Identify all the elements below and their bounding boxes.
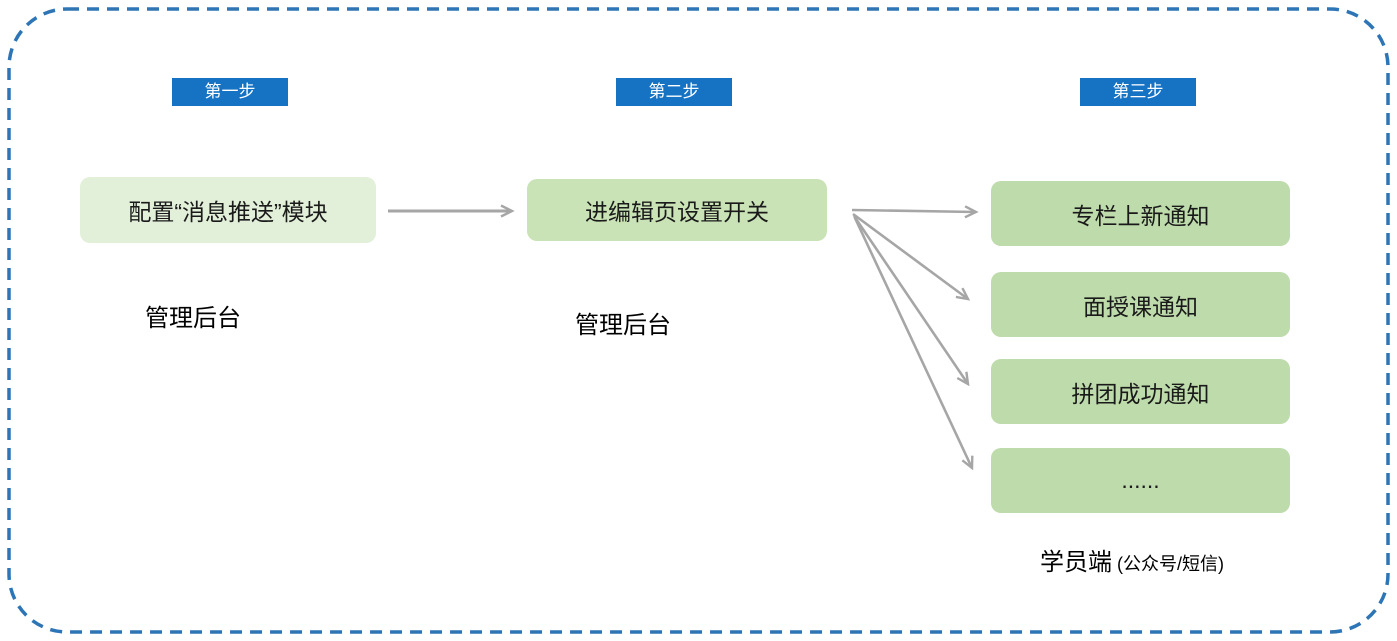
caption-student-sub: (公众号/短信)	[1112, 554, 1224, 574]
node-offline-class-notice: 面授课通知	[991, 272, 1290, 337]
node-label: 拼团成功通知	[1071, 380, 1210, 407]
node-label: ......	[1121, 467, 1160, 493]
caption-admin-backend-2: 管理后台	[575, 312, 671, 339]
node-label: 专栏上新通知	[1071, 202, 1210, 229]
step-badge-2: 第二步	[616, 78, 732, 106]
node-edit-page-switch: 进编辑页设置开关	[527, 179, 827, 241]
arrow-fan-box2-to-targets	[851, 210, 976, 468]
node-configure-push-module: 配置“消息推送”模块	[80, 177, 376, 243]
node-label: 配置“消息推送”模块	[128, 199, 328, 225]
step-badge-3: 第三步	[1080, 78, 1196, 106]
node-label: 进编辑页设置开关	[585, 199, 769, 225]
node-more-notices: ......	[991, 448, 1290, 513]
node-label: 面授课通知	[1083, 293, 1198, 320]
node-column-new-notice: 专栏上新通知	[991, 181, 1290, 246]
caption-student-side: 学员端 (公众号/短信)	[1040, 548, 1278, 579]
node-groupbuy-success-notice: 拼团成功通知	[991, 359, 1290, 424]
caption-admin-backend-1: 管理后台	[145, 305, 241, 332]
caption-student-main: 学员端	[1040, 549, 1112, 576]
step-badge-1: 第一步	[172, 78, 288, 106]
